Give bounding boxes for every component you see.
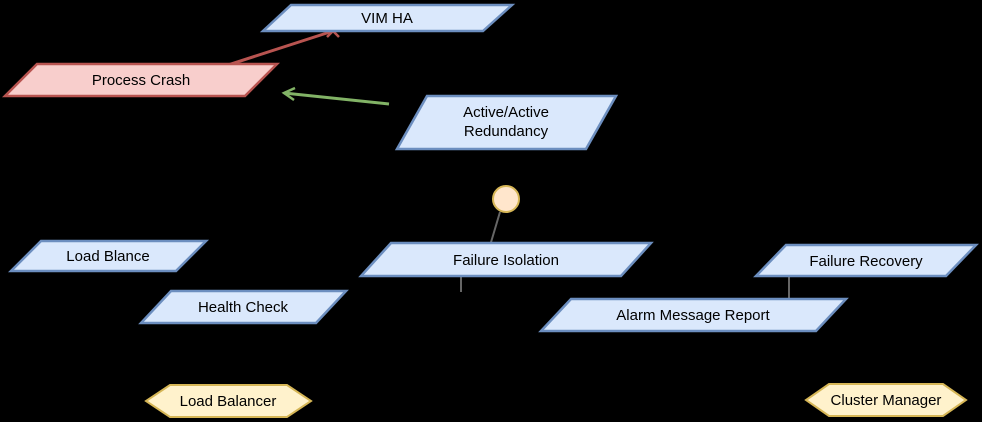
vim-ha-shape[interactable] bbox=[259, 3, 516, 33]
node-load-blance[interactable]: Load Blance bbox=[7, 239, 210, 273]
cluster-manager-shape[interactable] bbox=[804, 383, 968, 417]
junction-circle-shape[interactable] bbox=[492, 185, 520, 213]
node-alarm-message-report[interactable]: Alarm Message Report bbox=[538, 297, 849, 333]
node-load-balancer[interactable]: Load Balancer bbox=[144, 384, 313, 418]
load-blance-shape[interactable] bbox=[7, 239, 210, 273]
process-crash-label: Process Crash bbox=[92, 72, 190, 89]
failure-recovery-shape[interactable] bbox=[753, 243, 979, 278]
cluster-manager-label: Cluster Manager bbox=[831, 392, 942, 409]
node-vim-ha[interactable]: VIM HA bbox=[259, 3, 516, 33]
alarm-message-report-shape[interactable] bbox=[538, 297, 849, 333]
edge-line[interactable] bbox=[283, 91, 390, 106]
edge-redundancy-to-process-crash[interactable] bbox=[281, 86, 390, 106]
node-failure-isolation[interactable]: Failure Isolation bbox=[358, 241, 654, 278]
failure-isolation-shape[interactable] bbox=[358, 241, 654, 278]
failure-isolation-label: Failure Isolation bbox=[453, 252, 559, 269]
arrowhead-icon bbox=[281, 86, 296, 102]
health-check-shape[interactable] bbox=[138, 289, 349, 325]
node-junction[interactable] bbox=[492, 185, 520, 213]
active-active-redundancy-label-line2: Redundancy bbox=[464, 123, 549, 140]
alarm-message-report-label: Alarm Message Report bbox=[616, 307, 770, 324]
health-check-label: Health Check bbox=[198, 299, 289, 316]
node-active-active-redundancy[interactable]: Active/Active Redundancy bbox=[394, 94, 619, 151]
load-balancer-label: Load Balancer bbox=[180, 393, 277, 410]
process-crash-shape[interactable] bbox=[1, 62, 281, 98]
active-active-redundancy-shape[interactable] bbox=[394, 94, 619, 151]
node-process-crash[interactable]: Process Crash bbox=[1, 62, 281, 98]
load-blance-label: Load Blance bbox=[66, 248, 149, 265]
failure-recovery-label: Failure Recovery bbox=[809, 253, 923, 270]
load-balancer-shape[interactable] bbox=[144, 384, 313, 418]
node-failure-recovery[interactable]: Failure Recovery bbox=[753, 243, 979, 278]
node-cluster-manager[interactable]: Cluster Manager bbox=[804, 383, 968, 417]
node-health-check[interactable]: Health Check bbox=[138, 289, 349, 325]
active-active-redundancy-label-line1: Active/Active bbox=[463, 104, 549, 121]
vim-ha-label: VIM HA bbox=[361, 10, 413, 27]
